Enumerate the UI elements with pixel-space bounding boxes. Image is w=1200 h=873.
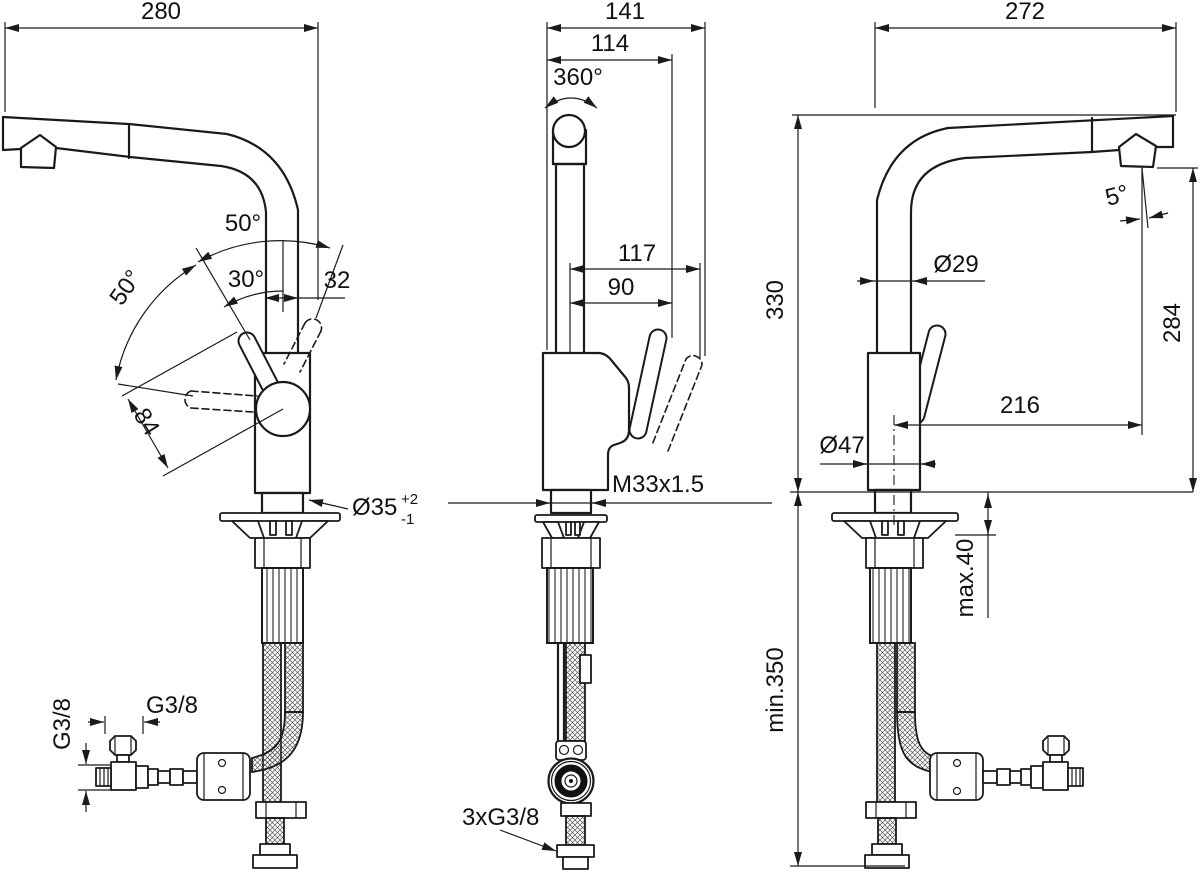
handle-dashed-front (651, 354, 703, 452)
dim-5deg-label: 5° (1102, 180, 1131, 212)
handle-dashed-positions-left (184, 318, 323, 413)
mounting-hardware-front (534, 488, 608, 644)
supply-valve-left (95, 735, 251, 801)
valve-body-left (110, 761, 137, 791)
dim-o47-label: Ø47 (819, 432, 864, 459)
dimensions-left: 280 50° 50° 30° 32 (4, 0, 418, 812)
threaded-shank-left (261, 567, 304, 644)
view-right: 272 330 284 5° (762, 0, 1198, 869)
mounting-nut-front (541, 537, 601, 569)
dim-50-lower-label: 50° (104, 265, 147, 310)
dim-pipe-32: 32 (265, 267, 351, 302)
deck-plate-right (831, 512, 959, 522)
valve-handwheel-right (1042, 735, 1070, 756)
dim-g38-horizontal-label: G3/8 (146, 692, 198, 719)
mounting-hardware-right (831, 488, 959, 644)
dim-50-upper-label: 50° (225, 210, 261, 237)
dim-o35-tol-plus: +2 (401, 491, 418, 508)
faucet-outline-right (866, 114, 1175, 492)
dim-spout-dia-29: Ø29 (857, 251, 985, 285)
dim-outlet-height-284: 284 (1157, 167, 1198, 492)
dim-min350-label: min.350 (762, 647, 789, 732)
deck-plate-front (534, 514, 608, 523)
threaded-shank-front (546, 567, 594, 644)
dim-330-label: 330 (762, 280, 789, 320)
mounting-hardware-left (219, 491, 341, 644)
dim-m33-label: M33x1.5 (612, 471, 704, 498)
dim-hose-threads: 3xG3/8 (462, 804, 557, 852)
dim-max40-label: max.40 (952, 539, 979, 618)
dim-o29-label: Ø29 (933, 251, 978, 278)
dim-o35-tol-minus: -1 (401, 511, 414, 528)
dim-thread-m33: M33x1.5 (448, 471, 772, 507)
threaded-shank-right (869, 567, 912, 644)
dim-30-label: 30° (228, 266, 264, 293)
dim-deck-max40: max.40 (952, 492, 996, 618)
dim-272-label: 272 (1005, 0, 1045, 25)
dim-clearance-min350: min.350 (762, 492, 905, 867)
dim-117-label: 117 (618, 240, 656, 267)
dim-swivel-50-upper: 50° (195, 210, 344, 341)
dim-offset-216: 216 (893, 392, 1142, 528)
dimensions-front: 141 114 360° 117 90 (448, 0, 772, 852)
dim-body-dia-47: Ø47 (819, 432, 936, 468)
dim-280-label: 280 (141, 0, 181, 25)
dim-141-label: 141 (605, 0, 645, 25)
dim-g38-vertical: G3/8 (49, 698, 112, 812)
dim-284-label: 284 (1159, 303, 1186, 343)
dim-width-141: 141 (546, 0, 706, 356)
dim-32-label: 32 (324, 267, 351, 294)
valve-handwheel-left (109, 735, 137, 756)
dim-spout-reach-280: 280 (4, 0, 319, 300)
dim-360-label: 360° (553, 64, 603, 91)
faucet-body-front (541, 351, 631, 492)
dim-spray-angle-5: 5° (1102, 167, 1169, 435)
hoses-front (547, 641, 595, 870)
dim-90-label: 90 (608, 274, 635, 301)
dim-hole-dia-35: Ø35 +2 -1 (308, 491, 418, 528)
hoses-left (251, 642, 307, 869)
dim-216-label: 216 (1000, 392, 1040, 419)
spray-head-grip-right (1117, 132, 1158, 169)
supply-valve-right (929, 735, 1084, 801)
spout-top-front (551, 113, 587, 149)
hose-weight-front (547, 757, 595, 805)
mounting-nut-left (254, 537, 311, 569)
spray-head-grip-left (19, 133, 58, 170)
faucet-outline-left (1, 115, 323, 495)
dim-width-114: 114 (547, 30, 673, 338)
dim-height-330: 330 (762, 114, 1176, 492)
faucet-outline-front (541, 113, 703, 492)
valve-body-right (1042, 761, 1069, 791)
view-front: 141 114 360° 117 90 (448, 0, 772, 870)
dim-g38-horizontal: G3/8 (88, 692, 198, 734)
dim-3xg38-label: 3xG3/8 (462, 804, 539, 831)
dim-swivel-50-lower: 50° (104, 264, 197, 397)
dim-handle-tilt-30: 30° (223, 240, 284, 312)
view-left: 280 50° 50° 30° 32 (1, 0, 418, 869)
dim-rotation-360: 360° (544, 64, 603, 109)
dim-handle-90: 90 (570, 274, 672, 307)
check-valve-left (196, 752, 251, 801)
dim-114-label: 114 (591, 30, 629, 57)
dimensions-right: 272 330 284 5° (762, 0, 1198, 867)
dim-handle-117: 117 (569, 240, 701, 358)
hoses-right (864, 642, 933, 869)
dim-o35-label: Ø35 (352, 494, 397, 521)
dim-g38-vertical-label: G3/8 (49, 698, 76, 750)
deck-plate-left (219, 512, 341, 522)
dim-spout-reach-272: 272 (874, 0, 1177, 112)
